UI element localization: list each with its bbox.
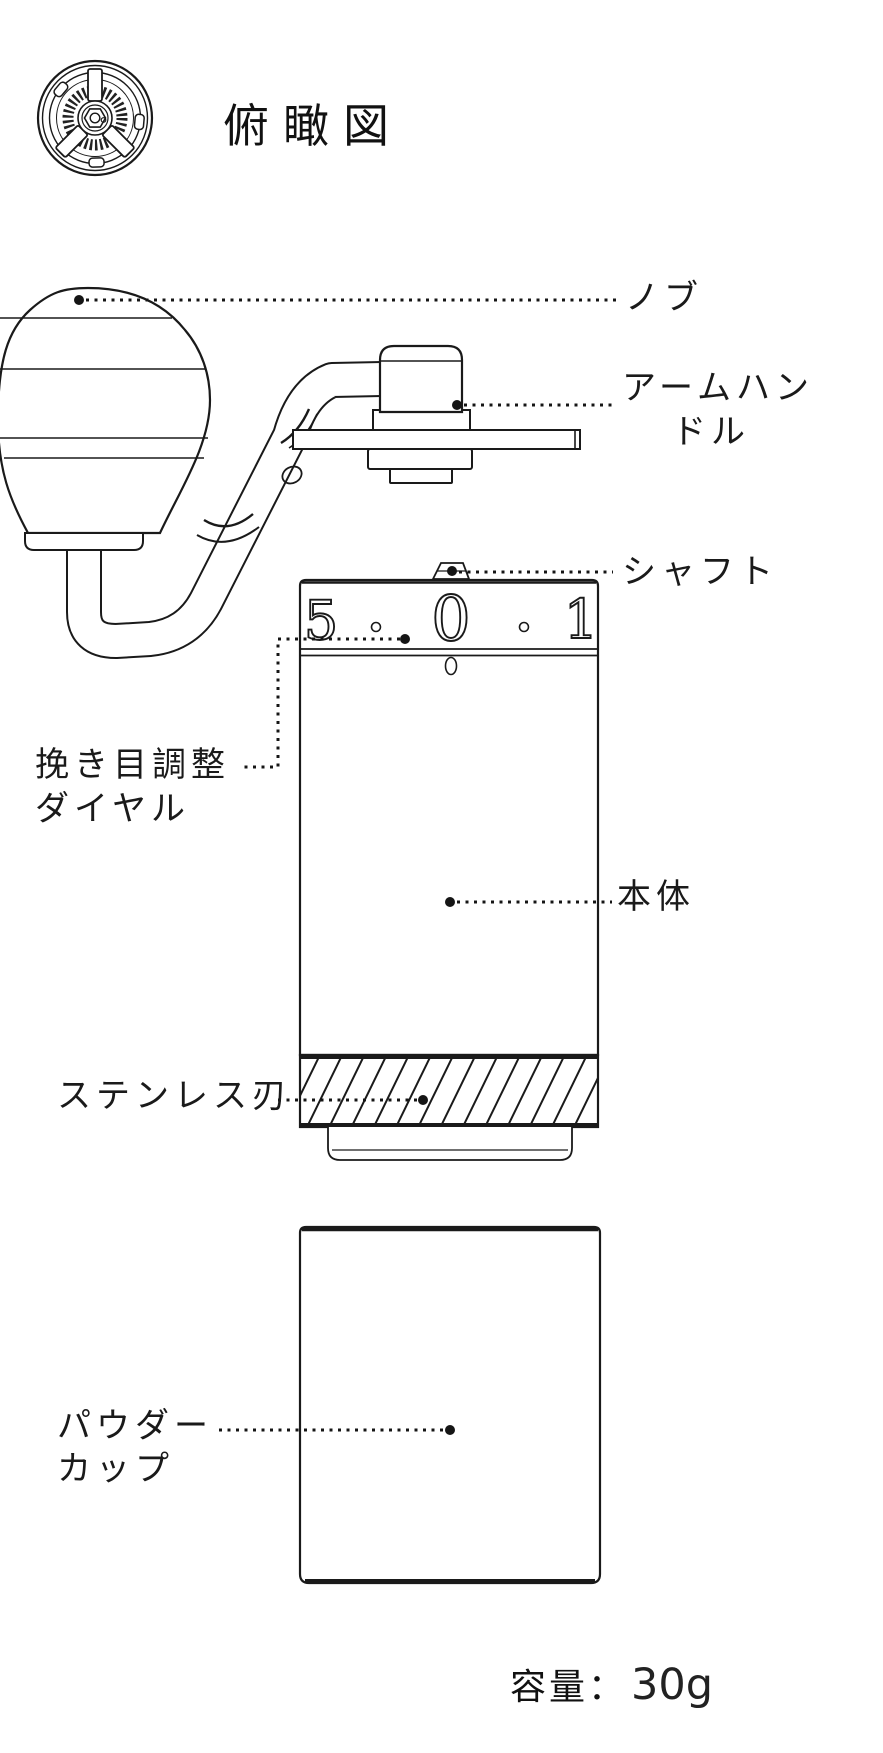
body-drawing xyxy=(298,562,600,1057)
label-knob: ノブ xyxy=(625,278,703,318)
dial-number-5: 5 xyxy=(304,589,338,652)
label-body: 本体 xyxy=(617,877,695,917)
label-arm-handle-line2: ドル xyxy=(672,412,750,452)
label-powder-cup-line1: パウダー xyxy=(57,1406,213,1446)
label-arm-handle-line1: アームハン xyxy=(622,368,814,408)
powder-cup-drawing xyxy=(298,1225,602,1585)
capacity-note: 容量： 30g xyxy=(510,1658,713,1710)
label-shaft: シャフト xyxy=(622,552,778,592)
dial-number-0: 0 xyxy=(431,582,470,655)
page-title: 俯瞰図 xyxy=(223,99,403,153)
capacity-value: 30g xyxy=(631,1660,714,1710)
knob-drawing xyxy=(0,286,212,551)
top-view-icon xyxy=(36,59,154,177)
label-grind-dial-line1: 挽き目調整 xyxy=(35,745,230,785)
leader-lines xyxy=(74,295,616,1435)
capacity-label: 容量： xyxy=(510,1667,628,1708)
label-stainless-blade: ステンレス刃 xyxy=(57,1076,291,1116)
label-powder-cup-line2: カップ xyxy=(57,1449,174,1489)
arm-handle-drawing xyxy=(292,344,581,484)
dial-number-1: 1 xyxy=(564,588,598,651)
blade-drawing xyxy=(298,1053,600,1161)
label-grind-dial-line2: ダイヤル xyxy=(35,789,190,829)
dial-numbers: 5 0 1 xyxy=(303,581,599,656)
